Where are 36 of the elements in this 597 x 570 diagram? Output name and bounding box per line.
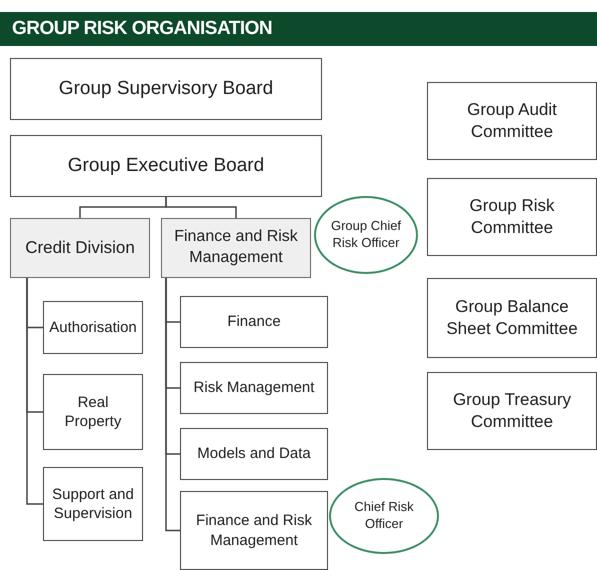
unit-box	[180, 296, 328, 348]
node-label: Group Supervisory Board	[58, 76, 274, 101]
unit-box	[43, 467, 143, 541]
node-label: Group Executive Board	[68, 154, 264, 178]
node-label: Group Treasury Committee	[452, 388, 572, 433]
unit-box	[10, 58, 322, 120]
unit-box	[427, 372, 597, 450]
node-label: Credit Division	[25, 236, 135, 259]
connector-line	[165, 197, 237, 218]
unit-box	[427, 178, 597, 256]
node-label: Group Balance Sheet Committee	[445, 296, 579, 340]
unit-box	[180, 491, 328, 570]
node-label: Models and Data	[197, 444, 311, 464]
node-label: Support and Supervision	[51, 484, 135, 524]
node-label: Finance and Risk Management	[173, 227, 299, 268]
title-banner: GROUP RISK ORGANISATION	[0, 12, 597, 46]
division-box	[10, 218, 150, 278]
node-label: Real Property	[64, 392, 122, 432]
division-box	[161, 218, 311, 278]
unit-box	[180, 362, 328, 414]
unit-box	[10, 135, 322, 197]
unit-box	[43, 301, 143, 354]
connector-line	[26, 278, 43, 505]
node-label: Risk Management	[194, 378, 314, 398]
node-label: Group Risk Committee	[468, 194, 556, 239]
unit-box	[427, 278, 597, 358]
unit-box	[43, 374, 143, 450]
node-label: Finance	[227, 312, 281, 332]
node-label: Group Audit Committee	[466, 98, 558, 143]
node-label: Group Chief Risk Officer	[330, 218, 402, 252]
unit-box	[427, 82, 597, 160]
node-label: Finance and Risk Management	[195, 511, 313, 550]
connector-line	[165, 278, 180, 532]
node-label: Authorisation	[49, 318, 137, 338]
node-label: Chief Risk Officer	[353, 499, 415, 533]
unit-box	[180, 428, 328, 480]
